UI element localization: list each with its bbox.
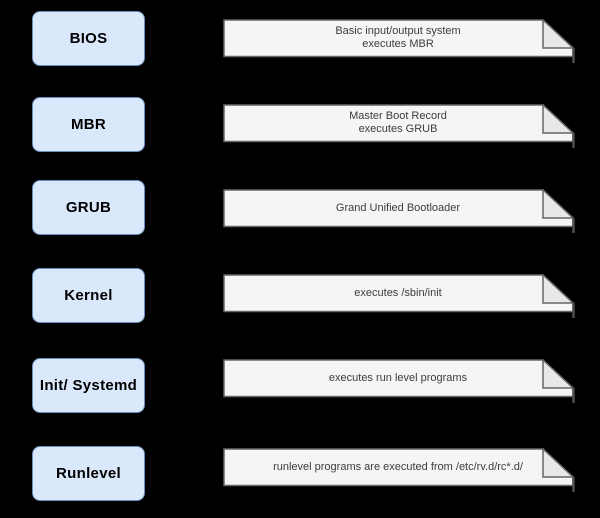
note-shape-icon <box>223 104 575 148</box>
stage-label-bios: BIOS <box>69 30 108 47</box>
note-shape-icon <box>223 448 575 492</box>
note-bios: Basic input/output system executes MBR <box>223 19 575 65</box>
stage-label-runlevel: Runlevel <box>56 465 121 482</box>
stage-label-grub: GRUB <box>65 199 112 216</box>
stage-box-init-systemd: Init/ Systemd <box>32 358 145 413</box>
stage-box-mbr: MBR <box>32 97 145 152</box>
stage-box-bios: BIOS <box>32 11 145 66</box>
note-runlevel: runlevel programs are executed from /etc… <box>223 448 575 494</box>
stage-box-grub: GRUB <box>32 180 145 235</box>
stage-label-mbr: MBR <box>70 116 107 133</box>
stage-box-runlevel: Runlevel <box>32 446 145 501</box>
stage-label-init-systemd: Init/ Systemd <box>39 377 138 394</box>
note-grub: Grand Unified Bootloader <box>223 189 575 235</box>
note-shape-icon <box>223 19 575 63</box>
note-shape-icon <box>223 274 575 318</box>
note-mbr: Master Boot Record executes GRUB <box>223 104 575 150</box>
note-kernel: executes /sbin/init <box>223 274 575 320</box>
note-init-systemd: executes run level programs <box>223 359 575 405</box>
stage-label-kernel: Kernel <box>64 287 113 304</box>
stage-box-kernel: Kernel <box>32 268 145 323</box>
note-shape-icon <box>223 189 575 233</box>
note-shape-icon <box>223 359 575 403</box>
